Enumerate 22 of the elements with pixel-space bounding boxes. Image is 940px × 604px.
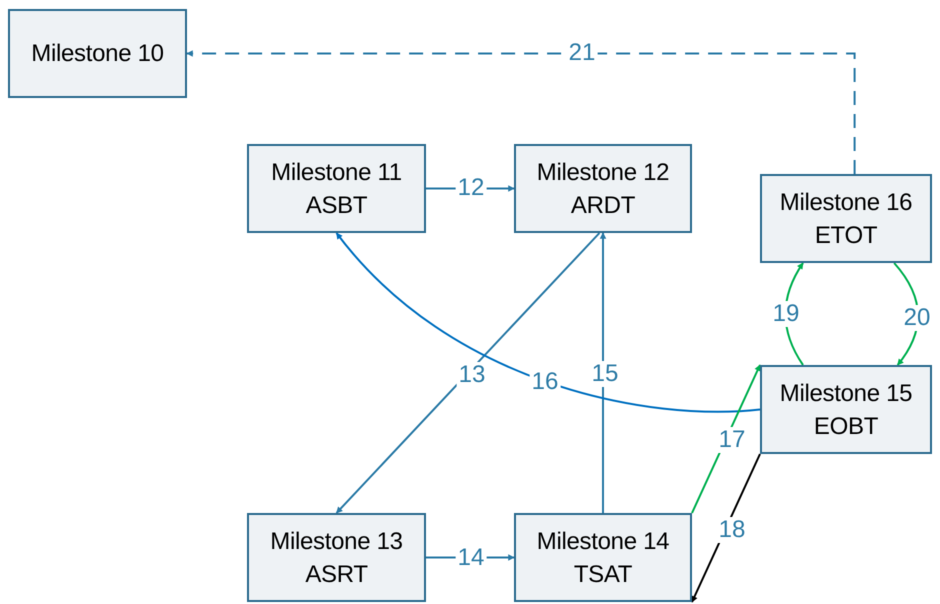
milestone-label: Milestone 14 TSAT: [536, 526, 670, 590]
milestone-box: [514, 144, 692, 233]
milestone-box: [760, 174, 932, 263]
arrow: [336, 232, 600, 514]
arrow: [186, 50, 856, 174]
milestone-box: [8, 9, 187, 98]
arrow: [336, 232, 760, 413]
milestone-box: [247, 144, 426, 233]
edge-label: 17: [716, 427, 748, 453]
milestone-label: Milestone 13 ASRT: [269, 526, 404, 590]
edge-label: 20: [902, 305, 932, 331]
milestone-label: Milestone 16 ETOT: [778, 188, 914, 250]
edge-label: 18: [716, 517, 748, 543]
milestone-label: Milestone 12 ARDT: [536, 158, 670, 220]
milestone-box: [760, 365, 932, 454]
milestone-box: [514, 513, 692, 602]
milestone-label: Milestone 15 EOBT: [778, 378, 914, 442]
milestone-label: Milestone 10: [31, 39, 164, 69]
milestone-box: [247, 513, 426, 602]
milestone-label: Milestone 11 ASBT: [270, 158, 403, 220]
edge-label: 13: [456, 362, 488, 388]
arrow: [600, 232, 606, 513]
